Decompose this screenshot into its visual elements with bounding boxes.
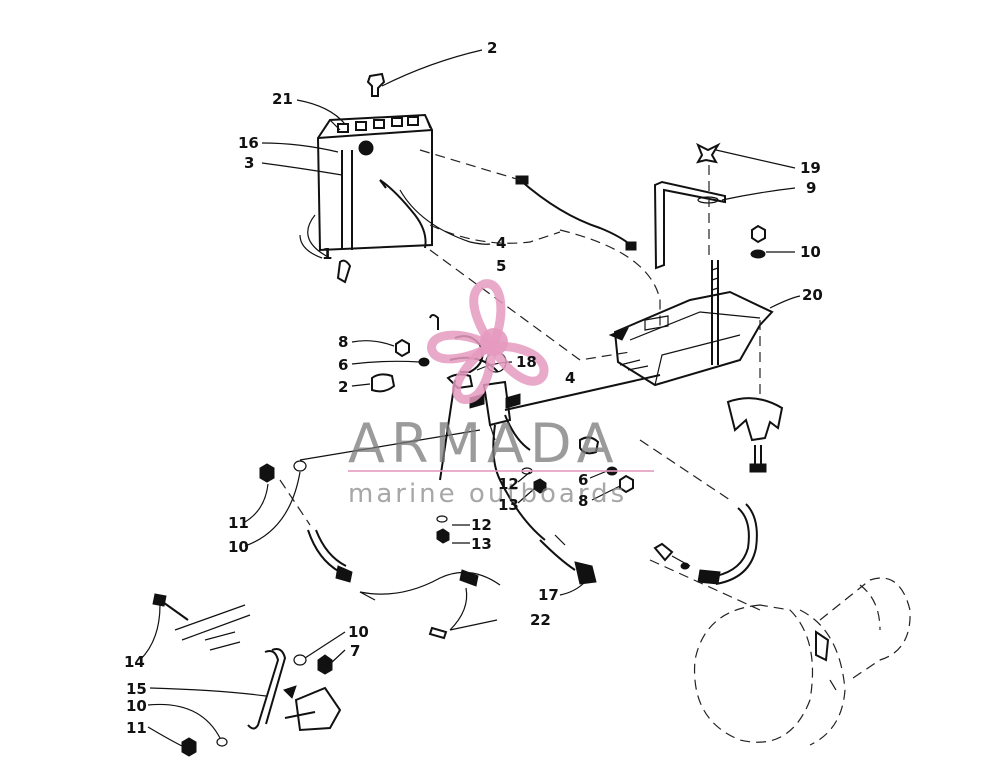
callout-22: 22 <box>530 611 551 629</box>
callout-labels: 2 21 16 3 1 4 5 19 9 10 20 8 6 18 2 4 12… <box>124 39 823 737</box>
callout-3: 3 <box>244 154 254 172</box>
callout-2-mid: 2 <box>338 378 348 396</box>
watermark-subtitle: marine outboards <box>348 479 627 509</box>
callout-9: 9 <box>806 179 816 197</box>
hold-down-bracket <box>653 142 726 365</box>
battery-tray <box>608 290 774 387</box>
callout-4-top: 4 <box>496 234 506 252</box>
callout-5: 5 <box>496 257 506 275</box>
starter-motor <box>649 559 911 746</box>
callout-13-a: 13 <box>498 496 519 514</box>
callout-12-a: 12 <box>498 475 519 493</box>
callout-21: 21 <box>272 90 293 108</box>
callout-17: 17 <box>538 586 559 604</box>
watermark-title: ARMADA <box>348 412 620 475</box>
callout-4-mid: 4 <box>565 369 575 387</box>
callout-7: 7 <box>350 642 360 660</box>
propeller-icon <box>427 279 549 404</box>
callout-10-low: 10 <box>348 623 369 641</box>
callout-10-mid: 10 <box>228 538 249 556</box>
callout-20: 20 <box>802 286 823 304</box>
callout-19: 19 <box>800 159 821 177</box>
callout-16: 16 <box>238 134 259 152</box>
lower-bracket <box>152 593 342 757</box>
callout-18: 18 <box>516 353 537 371</box>
callout-1: 1 <box>322 245 332 263</box>
starter-cable <box>639 439 758 585</box>
callout-8-right: 8 <box>578 492 588 510</box>
cap-part-mid <box>371 373 396 393</box>
callout-8-left: 8 <box>338 333 348 351</box>
connector-22 <box>428 626 448 640</box>
battery <box>307 113 433 284</box>
callout-14: 14 <box>124 653 145 671</box>
washer-nut <box>750 224 766 259</box>
watermark-rule <box>348 470 654 472</box>
cap-part <box>366 72 386 97</box>
watermark: ARMADA marine outboards <box>348 279 654 509</box>
tray-support <box>726 320 784 473</box>
callout-11-mid: 11 <box>228 514 249 532</box>
ground-cable <box>279 479 501 601</box>
callout-15: 15 <box>126 680 147 698</box>
battery-cables <box>379 149 661 330</box>
washers-11-10 <box>259 460 307 483</box>
callout-6-right: 6 <box>578 471 588 489</box>
callout-13-b: 13 <box>471 535 492 553</box>
callout-6-left: 6 <box>338 356 348 374</box>
callout-11-bottom: 11 <box>126 719 147 737</box>
main-cables <box>299 249 661 585</box>
callout-10-bottom: 10 <box>126 697 147 715</box>
callout-12-b: 12 <box>471 516 492 534</box>
callout-2-top: 2 <box>487 39 497 57</box>
callout-10-right: 10 <box>800 243 821 261</box>
